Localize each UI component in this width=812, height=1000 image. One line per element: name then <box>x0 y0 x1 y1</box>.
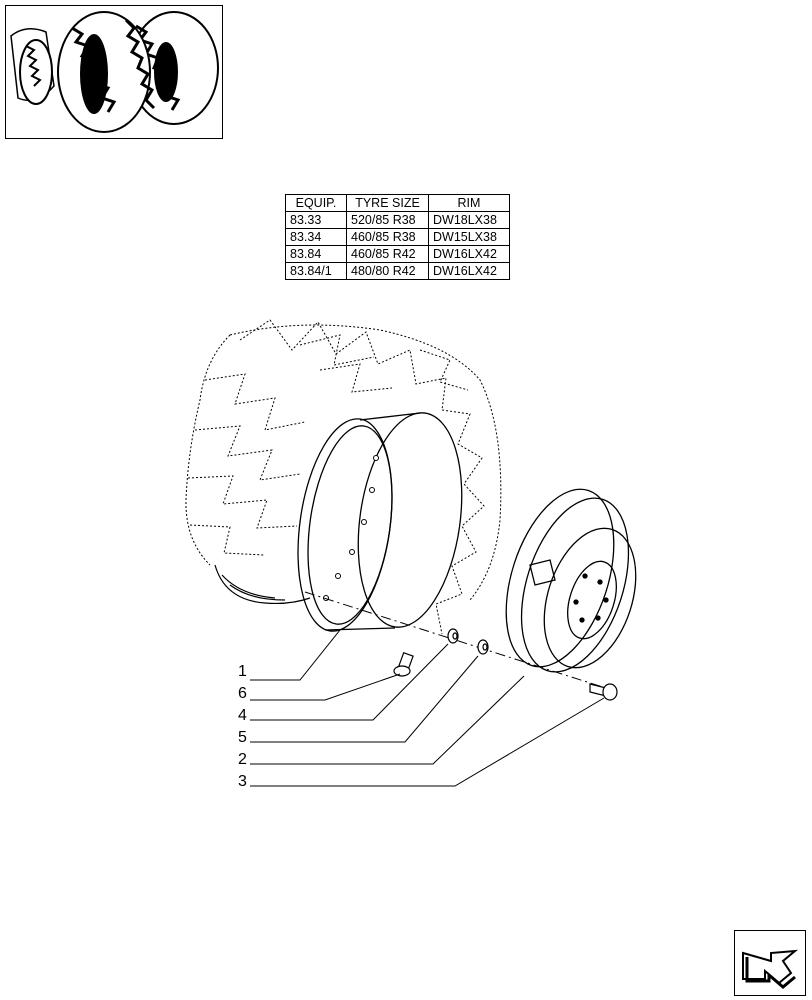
tyre-outline <box>185 319 502 635</box>
wheel-centre-disc <box>505 488 637 673</box>
next-page-arrow-icon <box>742 949 799 989</box>
cell-tyre-size: 520/85 R38 <box>346 211 429 229</box>
bolt-3 <box>589 683 618 701</box>
wheel-assembly-drawing <box>185 319 637 787</box>
assembly-axis-line <box>304 591 613 691</box>
header-tyre-size: TYRE SIZE <box>346 194 429 212</box>
cell-tyre-size: 480/80 R42 <box>346 262 429 280</box>
cell-rim: DW15LX38 <box>428 228 510 246</box>
cell-tyre-size: 460/85 R38 <box>346 228 429 246</box>
callout-4: 4 <box>238 707 247 724</box>
cell-rim: DW16LX42 <box>428 245 510 263</box>
table-row: 83.84 460/85 R42 DW16LX42 <box>285 245 510 263</box>
tractor-rear-wheels-thumbnail-icon <box>10 11 219 133</box>
cell-rim: DW16LX42 <box>428 262 510 280</box>
next-page-button[interactable] <box>734 930 806 996</box>
washer-4 <box>447 628 459 644</box>
location-thumbnail <box>5 5 223 139</box>
cell-equip: 83.33 <box>285 211 347 229</box>
cell-rim: DW18LX38 <box>428 211 510 229</box>
header-rim: RIM <box>428 194 510 212</box>
washer-5 <box>477 639 489 655</box>
leader-lines <box>250 629 605 787</box>
callout-2: 2 <box>238 751 247 768</box>
tyre-sidewall <box>214 564 311 605</box>
callout-1: 1 <box>238 663 247 680</box>
tyre-rim-table: EQUIP. TYRE SIZE RIM 83.33 520/85 R38 DW… <box>285 194 510 280</box>
cell-equip: 83.84/1 <box>285 262 347 280</box>
table-header-row: EQUIP. TYRE SIZE RIM <box>285 194 510 212</box>
callout-5: 5 <box>238 729 247 746</box>
cell-tyre-size: 460/85 R42 <box>346 245 429 263</box>
header-equip: EQUIP. <box>285 194 347 212</box>
callout-6: 6 <box>238 685 247 702</box>
table-row: 83.34 460/85 R38 DW15LX38 <box>285 228 510 246</box>
cell-equip: 83.34 <box>285 228 347 246</box>
cell-equip: 83.84 <box>285 245 347 263</box>
rim <box>297 412 463 632</box>
table-row: 83.84/1 480/80 R42 DW16LX42 <box>285 262 510 280</box>
valve-6 <box>393 651 414 677</box>
table-row: 83.33 520/85 R38 DW18LX38 <box>285 211 510 229</box>
rim-bolt-holes <box>323 455 379 601</box>
callout-3: 3 <box>238 773 247 790</box>
